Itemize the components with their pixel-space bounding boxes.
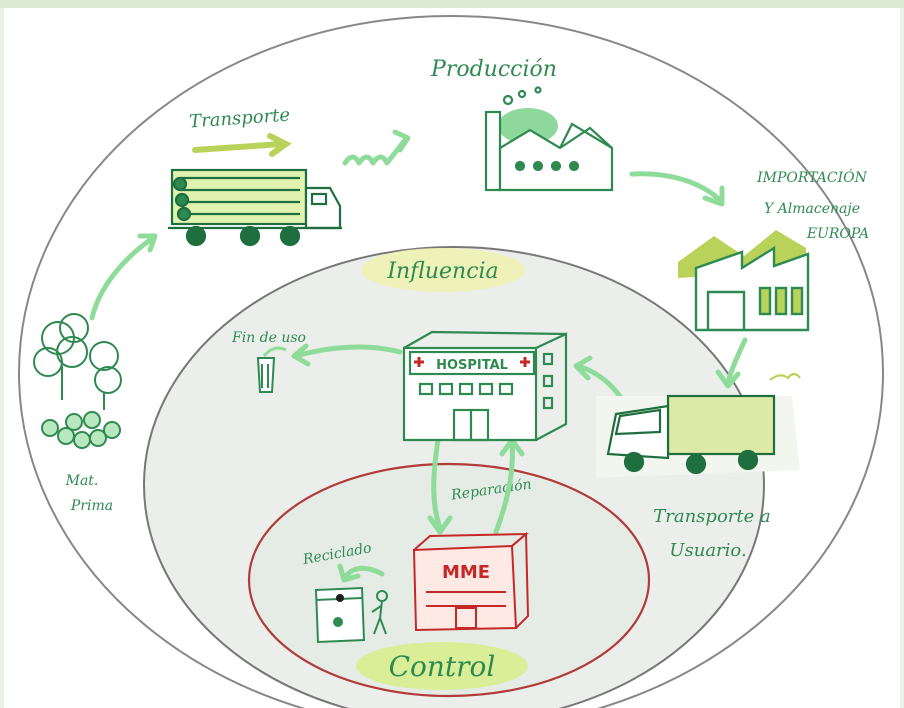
arrowhead-hospital-to-end [291, 343, 311, 367]
transport-user-label-2: Usuario. [669, 540, 746, 561]
influence-highlight [361, 248, 525, 292]
hospital-sign: HOSPITAL [436, 358, 508, 373]
arrowhead-hospital-to-mme [427, 515, 453, 535]
arrow-mme-to-recycle [343, 565, 385, 579]
production-label: Producción [430, 57, 557, 82]
person-icon [371, 590, 388, 635]
arrowhead-production-to-import [702, 185, 725, 207]
arrow-hospital-to-mme [431, 437, 443, 531]
control-label-group: Control [356, 642, 528, 690]
logs-pile-icon [41, 411, 121, 449]
end-of-use-bin-icon [256, 346, 287, 393]
arrow-production-to-import [629, 171, 723, 203]
delivery-truck-icon [596, 372, 801, 478]
arrowhead-raw-to-transport [137, 233, 158, 253]
top-band [0, 0, 904, 8]
arrow-hospital-to-end [293, 344, 403, 359]
import-label-1: IMPORTACIÓN [756, 168, 867, 186]
warehouse-icon [678, 230, 810, 332]
red-cross-icon [414, 357, 530, 367]
transport-direction-arrow [192, 133, 292, 157]
raw-material-label-2: Prima [70, 498, 113, 514]
control-label: Control [389, 650, 496, 683]
recycling-container-icon [314, 586, 366, 644]
transport-user-label-1: Transporte a [653, 506, 770, 527]
control-highlight [356, 642, 528, 690]
influence-label-group: Influencia [361, 248, 525, 292]
import-label-3: EUROPA [806, 226, 869, 242]
end-of-use-label: Fin de uso [231, 330, 306, 346]
arrow-raw-to-transport [89, 237, 153, 321]
factory-icon [484, 86, 614, 192]
raw-material-label-1: Mat. [65, 473, 99, 489]
arrowhead-import-to-truck [715, 369, 741, 389]
trees-icon [33, 313, 122, 410]
arrow-mme-to-hospital [493, 441, 515, 535]
arrowhead-truck-to-hospital [573, 355, 593, 381]
mme-sign: MME [442, 562, 490, 583]
log-truck-icon [168, 168, 342, 247]
arrow-transport-to-production [342, 137, 408, 166]
import-label-2: Y Almacenaje [764, 201, 860, 217]
hospital-building: HOSPITAL [402, 330, 568, 442]
influence-label: Influencia [386, 259, 498, 284]
arrowhead-transport-to-production [392, 129, 411, 153]
mme-building: MME [412, 531, 530, 632]
arrowhead-mme-to-recycle [337, 563, 361, 583]
arrow-import-to-truck [725, 337, 748, 385]
